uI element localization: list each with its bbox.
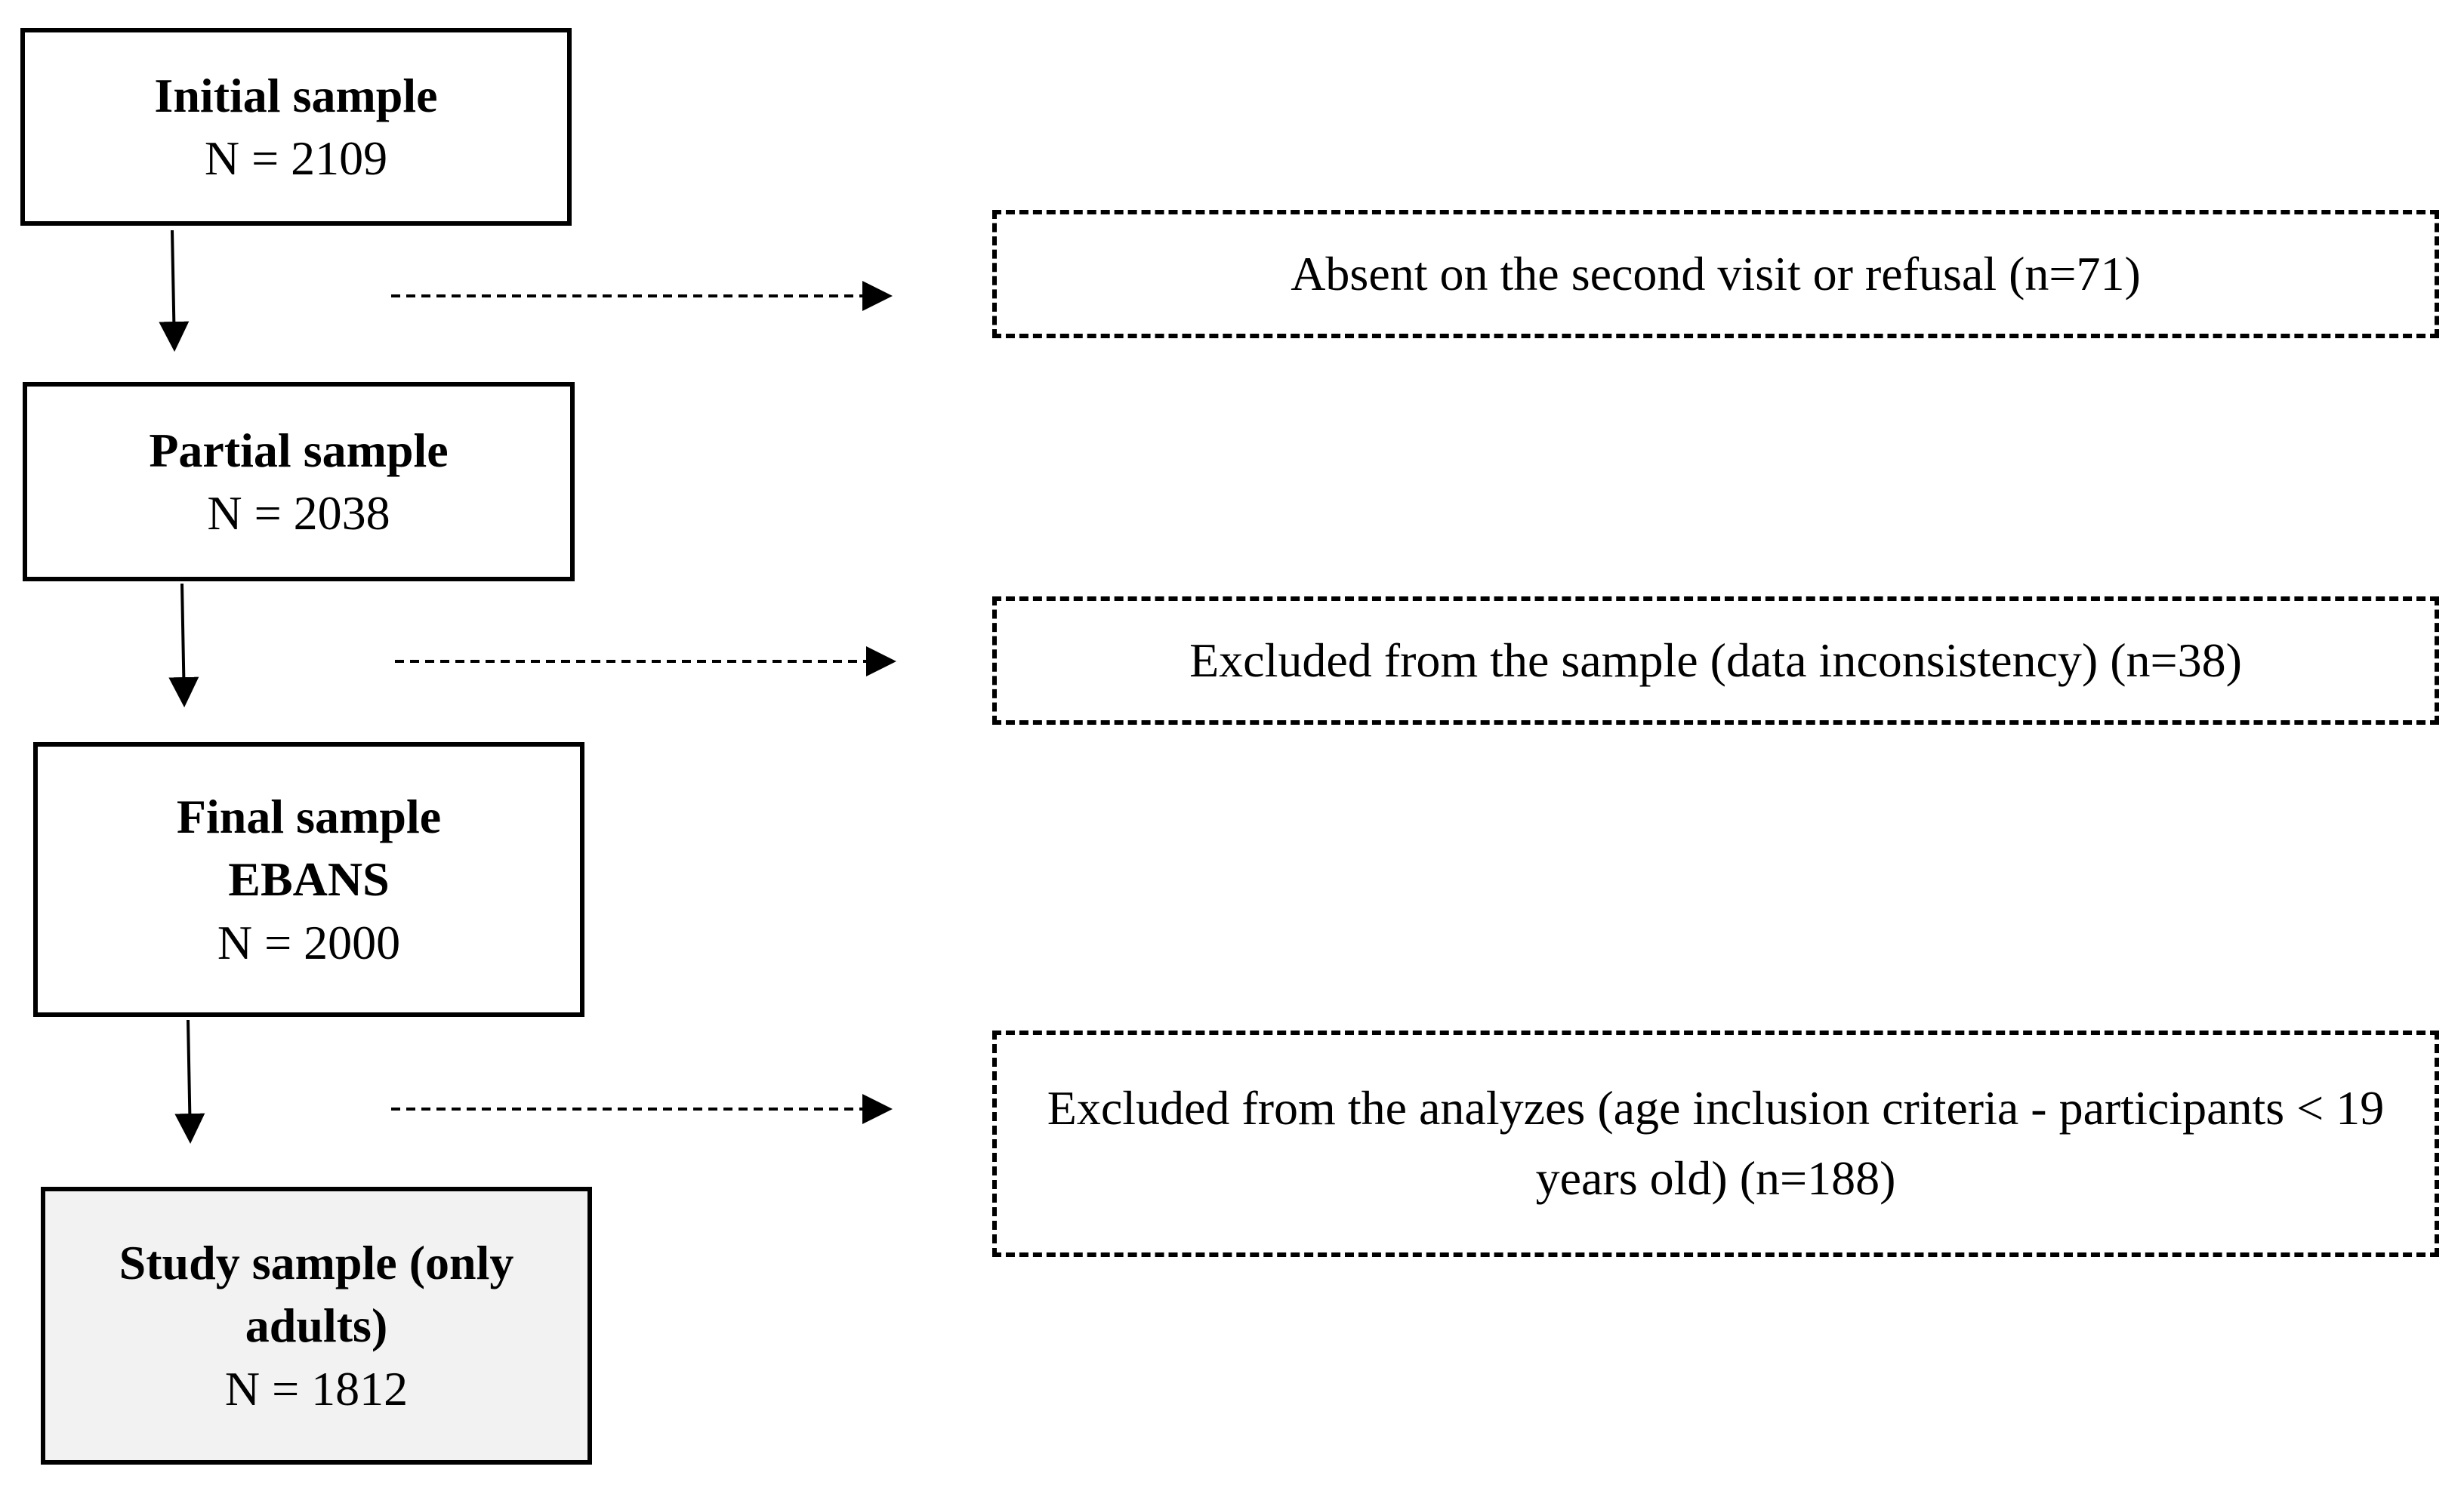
stage-title: Initial sample: [154, 68, 438, 122]
stage-box-final: Final sample EBANS N = 2000: [33, 742, 584, 1017]
exclusion-box-inconsistency: Excluded from the sample (data inconsist…: [992, 596, 2439, 725]
stage-count: N = 2038: [207, 486, 390, 540]
stage-count: N = 2000: [217, 915, 401, 969]
stage-count: N = 1812: [224, 1361, 409, 1416]
exclusion-box-age: Excluded from the analyzes (age inclusio…: [992, 1031, 2439, 1257]
stage-box-initial: Initial sample N = 2109: [20, 28, 572, 226]
stage-box-partial: Partial sample N = 2038: [23, 382, 575, 581]
stage-title: Partial sample: [149, 423, 449, 477]
exclusion-text: Absent on the second visit or refusal (n…: [1291, 246, 2141, 300]
stage-title: Final sample EBANS: [176, 790, 442, 907]
exclusion-text: Excluded from the sample (data inconsist…: [1189, 633, 2242, 687]
stage-title: Study sample (only adults): [119, 1236, 514, 1353]
stage-count: N = 2109: [204, 131, 388, 185]
exclusion-text: Excluded from the analyzes (age inclusio…: [1047, 1081, 2385, 1205]
stage-box-study: Study sample (only adults) N = 1812: [41, 1187, 592, 1465]
down-arrow-1: [159, 230, 190, 352]
exclusion-box-absent: Absent on the second visit or refusal (n…: [992, 210, 2439, 338]
down-arrow-3: [174, 1019, 205, 1144]
down-arrow-2: [168, 583, 199, 707]
